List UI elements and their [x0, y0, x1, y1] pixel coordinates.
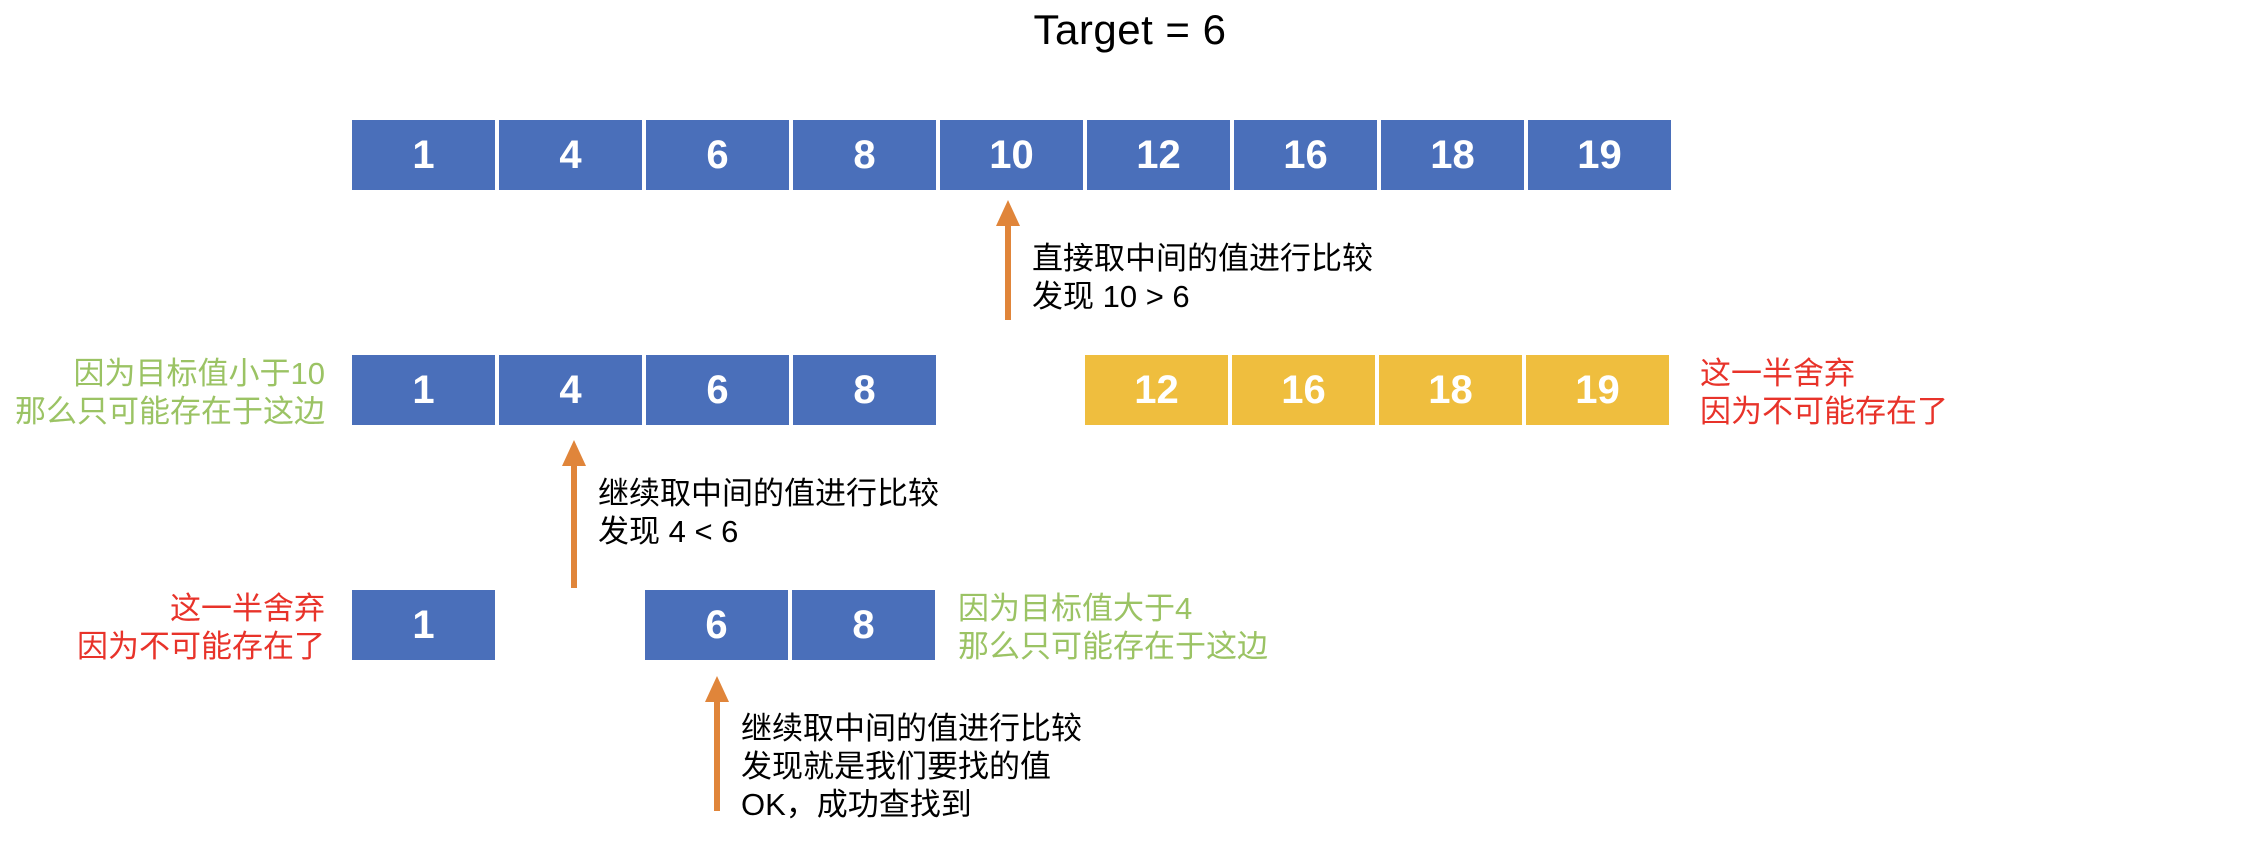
- array-cell: 19: [1528, 120, 1671, 190]
- array-cell: 4: [499, 120, 642, 190]
- row-2-keep-label: 因为目标值小于10 那么只可能存在于这边: [15, 356, 325, 429]
- array-cell-discarded: 12: [1085, 355, 1228, 425]
- row-2-discard-label: 这一半舍弃 因为不可能存在了: [1700, 356, 1948, 429]
- step-2-note: 继续取中间的值进行比较 发现 4 < 6: [598, 476, 939, 549]
- arrow-up-icon: [995, 200, 1021, 320]
- array-cell: 12: [1087, 120, 1230, 190]
- array-cell: 6: [646, 355, 789, 425]
- row-3-keep-label: 因为目标值大于4 那么只可能存在于这边: [958, 591, 1268, 664]
- array-cell-discarded: 18: [1379, 355, 1522, 425]
- array-row-3-kept: 6 8: [645, 590, 935, 660]
- array-cell-discarded: 1: [352, 590, 495, 660]
- arrow-up-icon: [704, 676, 730, 811]
- array-row-3-discarded: 1: [352, 590, 495, 660]
- array-cell: 6: [646, 120, 789, 190]
- array-cell-discarded: 19: [1526, 355, 1669, 425]
- array-cell-discarded: 16: [1232, 355, 1375, 425]
- array-cell-mid: 10: [940, 120, 1083, 190]
- array-cell: 8: [793, 355, 936, 425]
- array-cell: 8: [793, 120, 936, 190]
- array-cell-mid: 4: [499, 355, 642, 425]
- step-3-note: 继续取中间的值进行比较 发现就是我们要找的值 OK，成功查找到: [741, 711, 1082, 822]
- arrow-up-icon: [561, 440, 587, 588]
- array-cell: 1: [352, 120, 495, 190]
- array-cell: 1: [352, 355, 495, 425]
- array-cell: 8: [792, 590, 935, 660]
- page-title: Target = 6: [1033, 6, 1227, 53]
- array-cell-mid: 6: [645, 590, 788, 660]
- array-cell: 18: [1381, 120, 1524, 190]
- array-row-2-discarded: 12 16 18 19: [1085, 355, 1669, 425]
- row-3-discard-label: 这一半舍弃 因为不可能存在了: [77, 591, 325, 664]
- array-cell: 16: [1234, 120, 1377, 190]
- array-row-2-kept: 1 4 6 8: [352, 355, 936, 425]
- array-row-1: 1 4 6 8 10 12 16 18 19: [352, 120, 1671, 190]
- step-1-note: 直接取中间的值进行比较 发现 10 > 6: [1032, 241, 1373, 314]
